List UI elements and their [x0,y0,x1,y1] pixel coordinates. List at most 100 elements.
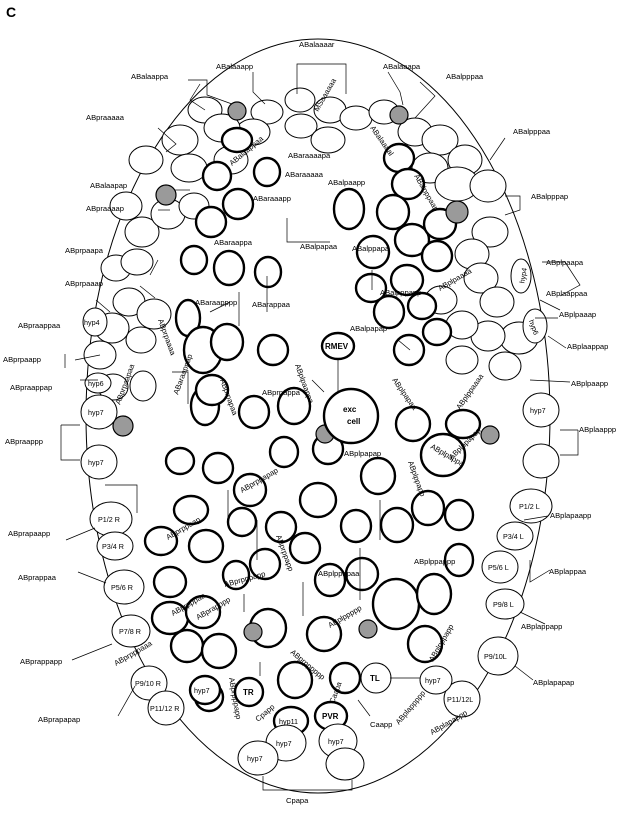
name-p11-12r: P11/12 R [150,704,179,713]
label-abprapapap: ABprapapap [38,715,80,724]
label-abaraaaapa: ABaraaaapa [288,151,331,160]
label-abaraappa: ABaraappa [214,238,253,247]
cell [371,577,421,631]
cell [488,351,522,381]
name-hyp7-i: hyp7 [247,754,263,763]
cell-hyp7-b [80,444,118,480]
cell [393,222,431,258]
cell [120,248,154,276]
cell [463,262,499,294]
label-abprpaaaa: ABprpaaaa [156,318,178,358]
label-abpraaaap: ABpraaaap [86,204,124,213]
cell [201,451,235,485]
label-abprpappa: ABprpappa [262,388,301,397]
cell-p3-4r [96,531,134,561]
label-abalpppaa-top: ABalpppaa [446,72,484,81]
label-abpraaaaa: ABpraaaaa [86,113,125,122]
label-abplppappp: ABplppappp [414,557,455,566]
cell [415,572,453,616]
name-pvr: PVR [322,712,339,721]
label-abprpaapa: ABprpaapa [65,246,104,255]
cell [390,167,426,201]
cell [124,216,160,248]
name-p5-6r: P5/6 R [111,583,133,592]
label-abalaaaar: ABalaaaar [299,40,335,49]
label-abplappapp: ABplappapp [521,622,562,631]
name-p5-6l: P5/6 L [488,563,509,572]
cell [332,187,366,231]
name-p11-12l: P11/12L [447,695,473,704]
label-abplaappaa: ABplaappaa [546,289,588,298]
name-hyp7-b: hyp7 [88,458,104,467]
cell [200,632,238,670]
label-abplapaapp: ABplapaapp [550,511,591,520]
cell [276,386,312,426]
cell [209,322,245,362]
panel-letter: C [6,4,16,20]
cell [339,508,373,544]
cell [471,216,509,248]
cell [184,594,222,630]
cell [328,661,362,695]
label-abplppapaa: ABplppapaa [318,569,360,578]
cell [276,660,314,700]
label-abplppaaaa: ABplppaaaa [454,371,486,411]
cell [305,615,343,653]
cell-p9-10l [477,636,519,676]
cell-hyp7-j [325,747,365,781]
cell [125,326,157,354]
cell [394,405,432,443]
shaded-cell [389,105,409,125]
name-p3-4l: P3/4 L [503,532,524,541]
cell [109,191,143,221]
leader-lines [60,63,581,791]
cell [359,456,397,496]
cell [421,317,453,347]
label-abplpapap: ABplpapap [344,449,381,458]
label-abpraappaa: ABpraappaa [18,321,61,330]
cell [406,291,438,321]
cell-p7-8r [111,614,151,648]
label-abplaappap: ABplaappap [567,342,608,351]
cell [389,263,425,297]
cell [187,528,225,564]
name-hyp7-e: hyp7 [194,686,210,695]
cell-hyp7-d [522,443,560,479]
label-abplpapaa: ABplpapaa [390,376,419,412]
label-abalaapap: ABalaapap [90,181,127,190]
label-abalppapa: ABalppapa [352,244,390,253]
label-caapp: Caapp [370,720,392,729]
name-p7-8r: P7/8 R [119,627,141,636]
label-abprappapp: ABprappapp [20,657,62,666]
cell [310,126,346,154]
cell [288,531,322,565]
name-hyp7-c: hyp7 [530,406,546,415]
cell [170,153,208,183]
cell [226,506,258,538]
label-abprpaapp: ABprpaapp [3,355,41,364]
cell-hyp7-i [237,740,279,776]
cell [221,187,255,221]
cell-hyp4-left [510,258,532,294]
label-abplaappp: ABplaappp [579,425,616,434]
name-p9-8l: P9/8 L [493,600,514,609]
cell [264,510,298,544]
cell [129,370,157,402]
cell-hyp6-left [522,308,548,344]
cell [248,547,282,581]
label-abalaaapp: ABalaaapp [216,62,253,71]
cell [237,394,271,430]
name-tr: TR [243,688,254,697]
name-hyp4-left: hyp4 [517,267,529,284]
cell [169,628,205,664]
label-abaraappap: ABaraappap [171,353,194,396]
cell-exc [322,387,380,445]
name-cell: cell [347,417,360,426]
shaded-cell [243,622,263,642]
cell [410,489,446,527]
shaded-cell [480,425,500,445]
cell-p11-12r [147,690,185,726]
label-abalpaapp: ABalpaapp [328,178,365,187]
shaded-cell [112,415,134,437]
